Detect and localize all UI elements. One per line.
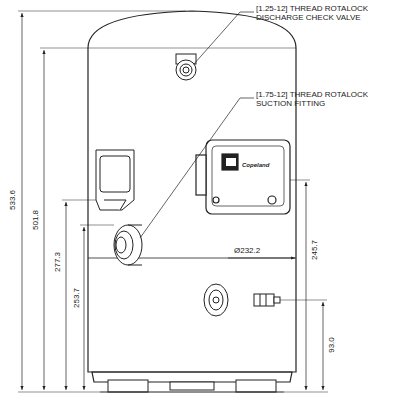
extension-lines bbox=[80, 225, 114, 226]
extension-lines bbox=[18, 392, 100, 393]
mounting-feet bbox=[170, 382, 214, 390]
extension-lines bbox=[40, 48, 88, 49]
oil-sight-fitting bbox=[204, 284, 228, 316]
oil-sight-fitting bbox=[209, 290, 223, 310]
terminal-box bbox=[196, 140, 290, 214]
dimension-lines bbox=[22, 13, 23, 390]
terminal-box bbox=[213, 197, 219, 203]
fitting-note: [1.75-12] THREAD ROTALOCK SUCTION FITTIN… bbox=[256, 90, 386, 108]
suction-fitting bbox=[114, 225, 142, 265]
suction-fitting bbox=[114, 225, 142, 265]
mounting-feet bbox=[236, 380, 276, 392]
terminal-box bbox=[196, 155, 206, 195]
dimension-lines bbox=[44, 50, 45, 390]
terminal-box bbox=[268, 196, 276, 204]
mounting-bracket bbox=[96, 150, 134, 210]
suction-fitting bbox=[128, 225, 142, 226]
diameter-value: Ø232.2 bbox=[233, 246, 261, 255]
mounting-feet bbox=[100, 380, 284, 392]
discharge-fitting bbox=[176, 60, 196, 80]
mounting-bracket bbox=[96, 150, 134, 210]
extension-lines bbox=[284, 392, 328, 393]
compressor-shell bbox=[88, 11, 296, 382]
mounting-bracket bbox=[104, 200, 126, 210]
mounting-feet bbox=[100, 392, 284, 393]
dimension-lines bbox=[66, 202, 67, 390]
suction-fitting bbox=[128, 265, 142, 266]
leader-lines bbox=[140, 12, 254, 238]
leader-lines bbox=[140, 98, 254, 238]
compressor-shell bbox=[88, 48, 296, 49]
dimension-lines bbox=[228, 258, 295, 259]
terminal-box bbox=[226, 158, 236, 166]
extension-lines bbox=[18, 11, 328, 392]
oil-sight-fitting bbox=[266, 294, 267, 306]
suction-fitting bbox=[116, 237, 126, 253]
dimension-value: 93.0 bbox=[327, 336, 336, 354]
oil-sight-fitting bbox=[254, 294, 274, 306]
dimension-lines bbox=[323, 302, 324, 390]
extension-lines bbox=[280, 300, 327, 301]
terminal-box bbox=[222, 154, 238, 170]
dimension-value: 501.8 bbox=[31, 209, 40, 231]
discharge-fitting bbox=[180, 64, 192, 76]
oil-sight-fitting bbox=[204, 284, 280, 316]
dimension-value: 245.7 bbox=[310, 239, 319, 261]
terminal-box bbox=[206, 140, 290, 214]
terminal-box bbox=[212, 146, 284, 206]
extension-lines bbox=[290, 180, 310, 181]
brand-logo: Copeland bbox=[242, 161, 269, 170]
fitting-note: [1.25-12] THREAD ROTALOCK DISCHARGE CHEC… bbox=[256, 4, 386, 22]
compressor-shell bbox=[88, 11, 296, 372]
leader-lines bbox=[194, 12, 254, 64]
discharge-fitting bbox=[176, 54, 196, 80]
mounting-bracket bbox=[100, 156, 130, 192]
dimension-value: 533.6 bbox=[8, 189, 17, 211]
dimension-value: 277.3 bbox=[53, 251, 62, 273]
extension-lines bbox=[62, 200, 96, 201]
oil-sight-fitting bbox=[274, 297, 280, 303]
dimension-value: 253.7 bbox=[72, 287, 81, 309]
dimension-lines bbox=[22, 13, 323, 390]
mounting-feet bbox=[108, 380, 148, 392]
discharge-fitting bbox=[183, 67, 189, 73]
dimension-lines bbox=[306, 182, 307, 390]
oil-sight-fitting bbox=[213, 297, 219, 303]
suction-fitting bbox=[115, 231, 133, 259]
oil-sight-fitting bbox=[260, 294, 261, 306]
dimension-lines bbox=[84, 227, 85, 390]
extension-lines bbox=[18, 11, 186, 12]
